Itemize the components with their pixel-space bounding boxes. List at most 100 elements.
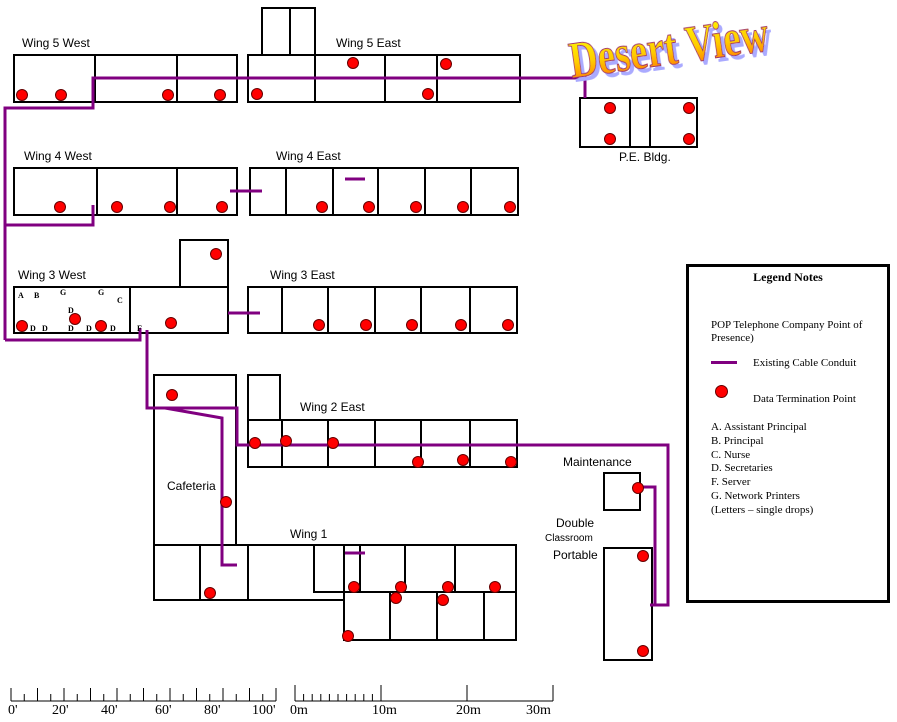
data-termination-point bbox=[216, 201, 228, 213]
legend-title: Legend Notes bbox=[753, 270, 823, 284]
building-wing3east bbox=[247, 286, 518, 334]
room-letter: D bbox=[68, 306, 74, 315]
room-letter: D bbox=[86, 324, 92, 333]
room-letter: A bbox=[18, 291, 24, 300]
conduit-line bbox=[5, 205, 95, 227]
room-letter: D bbox=[42, 324, 48, 333]
data-termination-point bbox=[604, 133, 616, 145]
data-termination-point bbox=[69, 313, 81, 325]
conduit-line bbox=[164, 406, 237, 567]
room-letter: G bbox=[98, 288, 105, 297]
room-letter: D bbox=[30, 324, 36, 333]
legend-item: D. Secretaries bbox=[711, 462, 773, 475]
data-termination-point bbox=[683, 133, 695, 145]
feet-scale-label: 40' bbox=[101, 703, 118, 718]
feet-scale-label: 80' bbox=[204, 703, 221, 718]
title-logo: Desert View bbox=[565, 4, 772, 90]
legend-item: (Letters – single drops) bbox=[711, 503, 814, 516]
data-termination-point bbox=[489, 581, 501, 593]
data-termination-point bbox=[360, 319, 372, 331]
data-termination-point bbox=[437, 594, 449, 606]
legend-item: B. Principal bbox=[711, 434, 764, 447]
data-termination-point bbox=[210, 248, 222, 260]
data-termination-point bbox=[363, 201, 375, 213]
room-letter: B bbox=[34, 291, 40, 300]
data-termination-point bbox=[166, 389, 178, 401]
data-termination-point bbox=[395, 581, 407, 593]
data-termination-point bbox=[214, 89, 226, 101]
room-letter: D bbox=[110, 324, 116, 333]
legend-item: A. Assistant Principal bbox=[711, 421, 807, 433]
data-termination-point bbox=[412, 456, 424, 468]
feet-scale-label: 20' bbox=[52, 703, 69, 718]
data-termination-point bbox=[342, 630, 354, 642]
building-pe-building bbox=[579, 97, 698, 148]
data-termination-point bbox=[347, 57, 359, 69]
data-termination-point bbox=[406, 319, 418, 331]
label-wing3east: Wing 3 East bbox=[270, 268, 335, 282]
data-termination-point bbox=[683, 102, 695, 114]
building-wing4east bbox=[249, 167, 519, 216]
data-termination-point bbox=[220, 496, 232, 508]
label-cafeteria: Cafeteria bbox=[167, 479, 216, 493]
building-wing4west bbox=[13, 167, 238, 216]
data-termination-point bbox=[632, 482, 644, 494]
label-wing1: Wing 1 bbox=[290, 527, 328, 541]
data-termination-point bbox=[316, 201, 328, 213]
legend-conduit-swatch bbox=[711, 361, 737, 364]
data-termination-point bbox=[637, 645, 649, 657]
data-termination-point bbox=[249, 437, 261, 449]
label-wing2east: Wing 2 East bbox=[300, 400, 365, 414]
data-termination-point bbox=[16, 320, 28, 332]
label-wing3west: Wing 3 West bbox=[18, 268, 86, 282]
data-termination-point bbox=[95, 320, 107, 332]
legend-item: F. Server bbox=[711, 476, 751, 489]
label-wing4east: Wing 4 East bbox=[276, 149, 341, 163]
data-termination-point bbox=[55, 89, 67, 101]
data-termination-point bbox=[16, 89, 28, 101]
label-maintenance: Maintenance bbox=[563, 455, 632, 469]
feet-scale-label: 100' bbox=[252, 703, 276, 718]
data-termination-point bbox=[204, 587, 216, 599]
data-termination-point bbox=[111, 201, 123, 213]
building-wing2east-tower bbox=[247, 374, 281, 421]
building-cafeteria bbox=[153, 374, 237, 546]
room-letter: G bbox=[60, 288, 67, 297]
conduit-line bbox=[145, 330, 670, 607]
legend-conduit: Existing Cable Conduit bbox=[753, 357, 857, 369]
data-termination-point bbox=[442, 581, 454, 593]
legend-pop: POP Telephone Company Point of Presence) bbox=[711, 319, 863, 344]
data-termination-point bbox=[604, 102, 616, 114]
data-termination-point bbox=[504, 201, 516, 213]
cable-conduits bbox=[3, 76, 670, 607]
meter-scale-label: 30m bbox=[526, 703, 551, 718]
feet-scale-label: 60' bbox=[155, 703, 172, 718]
legend-item: G. Network Printers bbox=[711, 489, 800, 502]
building-portable bbox=[603, 547, 653, 661]
building-wing1-south bbox=[343, 591, 517, 641]
legend-dtp: Data Termination Point bbox=[753, 393, 856, 405]
data-termination-point bbox=[327, 437, 339, 449]
conduit-line bbox=[640, 485, 657, 605]
data-termination-point bbox=[455, 319, 467, 331]
room-letter: D bbox=[68, 324, 74, 333]
data-termination-point bbox=[280, 435, 292, 447]
label-wing5east: Wing 5 East bbox=[336, 36, 401, 50]
title-text: Desert View bbox=[566, 4, 772, 89]
data-termination-point bbox=[54, 201, 66, 213]
meter-scale-label: 10m bbox=[372, 703, 397, 718]
data-termination-point bbox=[390, 592, 402, 604]
data-termination-point bbox=[457, 454, 469, 466]
label-portable-3: Portable bbox=[553, 548, 598, 562]
scale-bars bbox=[10, 685, 554, 702]
building-wing3west-tower bbox=[179, 239, 229, 288]
room-letter: F bbox=[137, 324, 142, 333]
data-termination-points bbox=[16, 57, 695, 657]
building-wing3west bbox=[13, 286, 229, 334]
label-portable-1: Double bbox=[556, 516, 595, 530]
building-wing5east-tower bbox=[261, 7, 316, 56]
legend-dot-icon bbox=[715, 385, 728, 398]
meter-scale-label: 0m bbox=[290, 703, 308, 718]
data-termination-point bbox=[251, 88, 263, 100]
